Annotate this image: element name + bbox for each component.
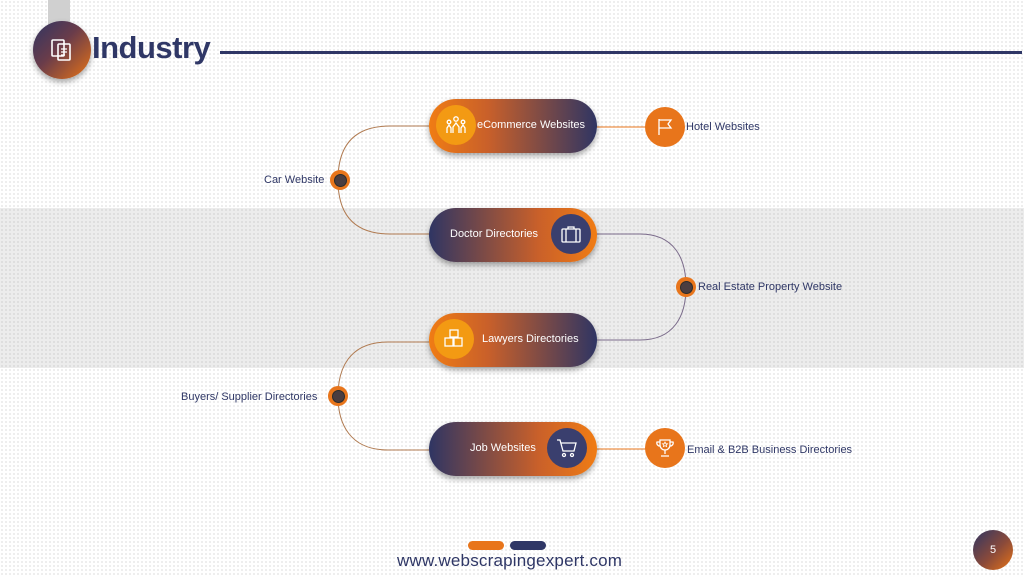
page-title: Industry xyxy=(92,30,211,65)
footer-url: www.webscrapingexpert.com xyxy=(397,551,623,570)
node-lawyers-directories: Lawyers Directories xyxy=(429,313,597,367)
page-number: 5 xyxy=(973,530,1013,570)
trophy-icon xyxy=(645,428,685,468)
connector-dot xyxy=(328,386,348,406)
node-label: Job Websites xyxy=(470,442,536,454)
branch-label-hotel: Hotel Websites xyxy=(686,121,760,133)
boxes-icon xyxy=(434,319,474,359)
briefcase-icon xyxy=(551,214,591,254)
footer-accent-orange xyxy=(468,541,504,550)
flag-icon xyxy=(645,107,685,147)
branch-label-email-b2b: Email & B2B Business Directories xyxy=(687,444,853,456)
node-label: Doctor Directories xyxy=(450,228,539,240)
node-ecommerce-websites: eCommerce Websites xyxy=(429,99,597,153)
footer-accent-navy xyxy=(510,541,546,550)
node-job-websites: Job Websites xyxy=(429,422,597,476)
branch-label-car: Car Website xyxy=(264,174,325,186)
branch-label-buyers: Buyers/ Supplier Directories xyxy=(181,391,318,403)
node-label: eCommerce Websites xyxy=(477,119,585,131)
cart-icon xyxy=(547,428,587,468)
connector-dot xyxy=(676,277,696,297)
people-icon xyxy=(436,105,476,145)
title-underline xyxy=(220,51,1022,54)
node-doctor-directories: Doctor Directories xyxy=(429,208,597,262)
branch-label-real-estate: Real Estate Property Website xyxy=(698,281,843,293)
document-icon xyxy=(33,21,91,79)
node-label: Lawyers Directories xyxy=(482,333,579,345)
connector-dot xyxy=(330,170,350,190)
